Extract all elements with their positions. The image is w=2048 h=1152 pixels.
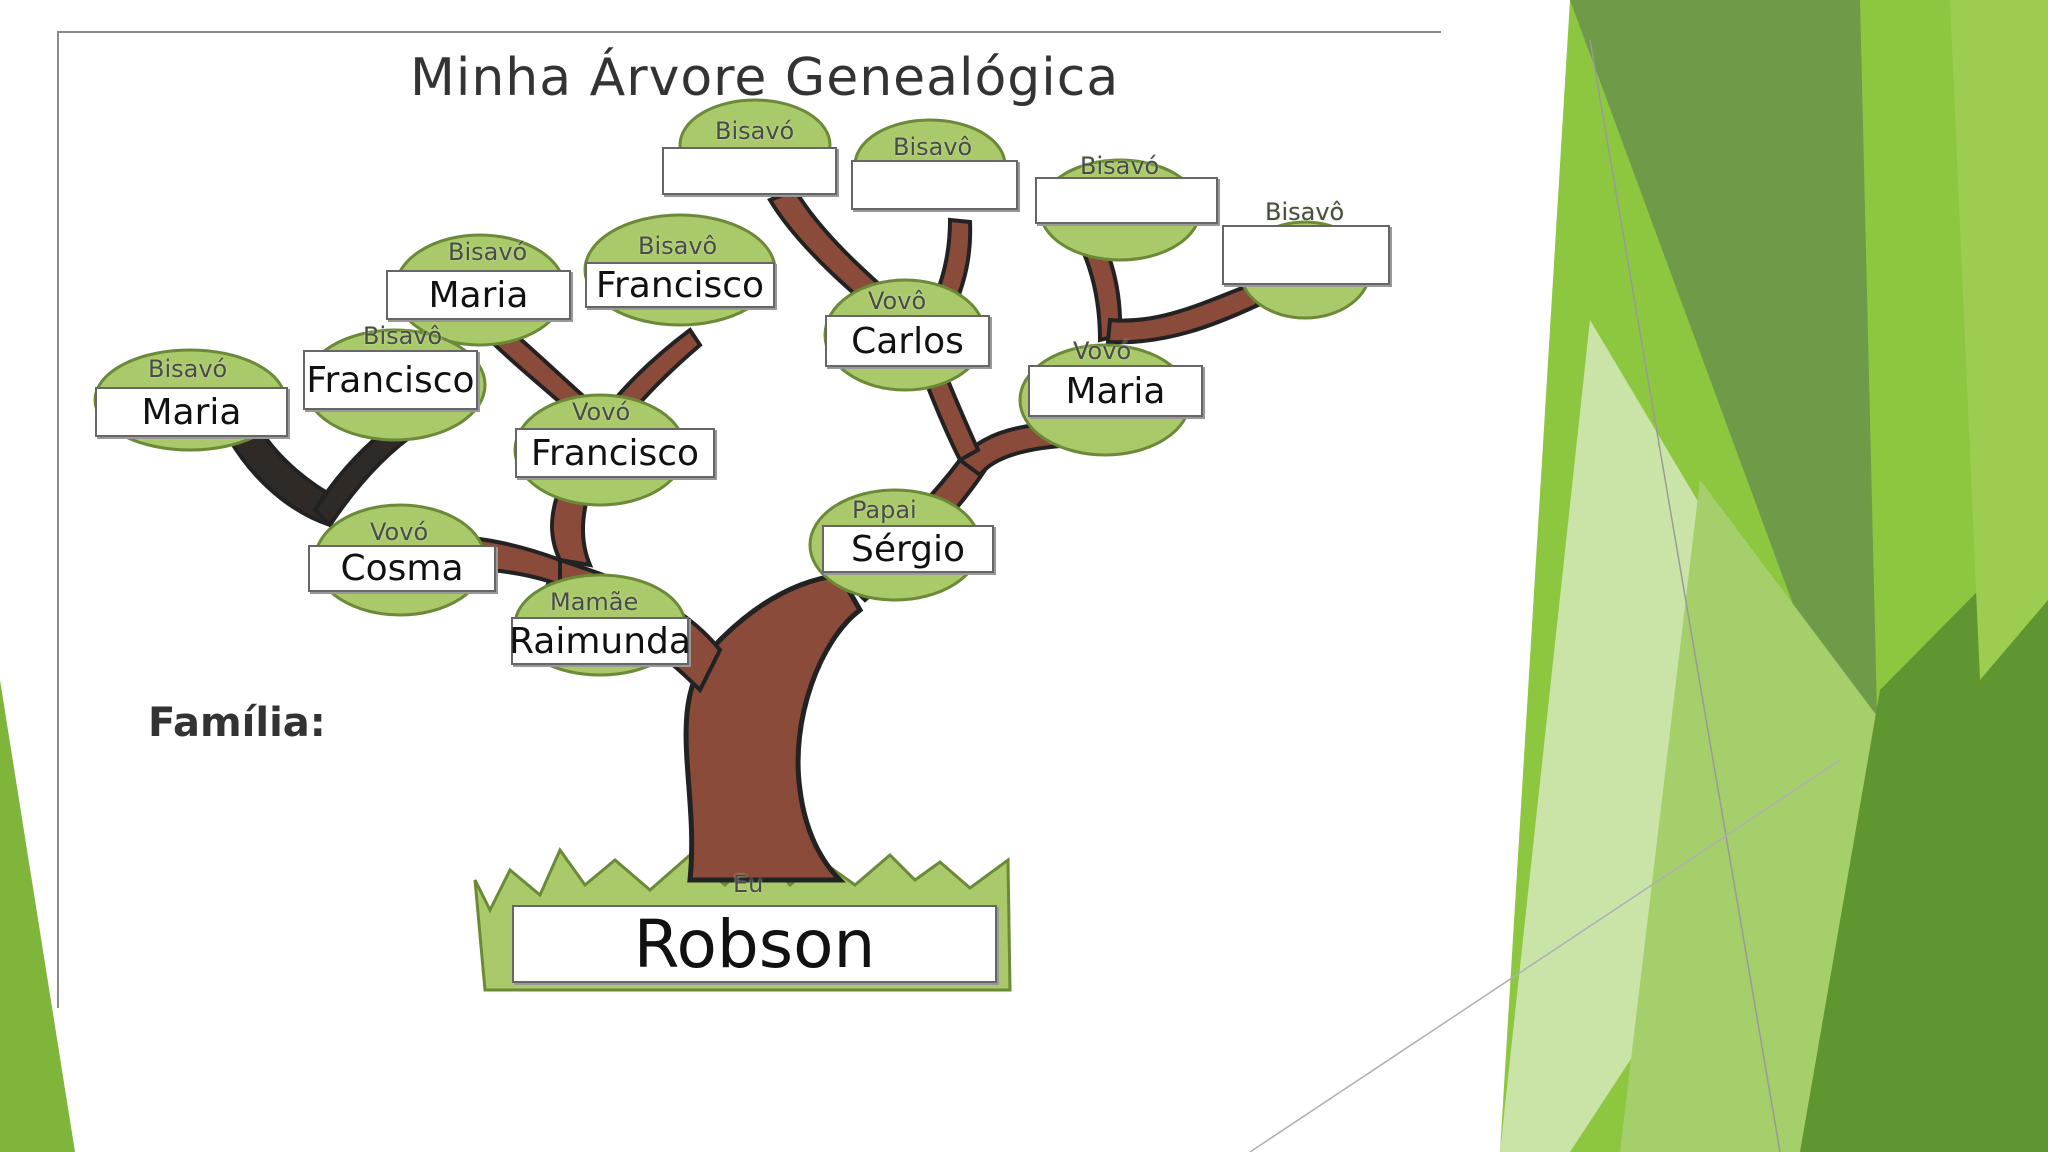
left-accent-shape — [0, 680, 75, 1152]
role-label-mamae: Mamãe — [550, 588, 639, 616]
role-label-bisavo-m: Bisavô — [893, 133, 973, 161]
name-box-bisavo-maria-2[interactable]: Maria — [95, 387, 288, 437]
name-box-bisavo-top-4[interactable] — [1222, 225, 1390, 285]
image-frame — [57, 31, 1441, 1008]
name-box-bisavo-top-2[interactable] — [851, 160, 1018, 210]
name-box-bisavo-top-3[interactable] — [1035, 177, 1218, 224]
role-label-papai: Papai — [852, 496, 917, 524]
right-accent-shape-6 — [1950, 0, 2048, 680]
name-box-vovo-francisco[interactable]: Francisco — [515, 428, 715, 478]
name-box-vovo-carlos[interactable]: Carlos — [825, 315, 990, 367]
right-accent-shape-5 — [1800, 520, 2048, 1152]
role-label-bisavo-m: Bisavô — [363, 322, 443, 350]
name-box-bisavo-francisco[interactable]: Francisco — [585, 262, 775, 308]
name-box-mamae-raimunda[interactable]: Raimunda — [509, 617, 691, 665]
right-accent-shape-4 — [1620, 480, 1880, 1152]
name-box-bisavo-top-1[interactable] — [662, 147, 837, 195]
page-title: Minha Árvore Genealógica — [410, 48, 1120, 108]
name-box-bisavo-maria[interactable]: Maria — [386, 270, 571, 320]
role-label-eu: Eu — [733, 870, 764, 898]
thin-line — [1249, 759, 1841, 1152]
role-label-bisavo: Bisavó — [1080, 152, 1160, 180]
role-label-vovo: Vovó — [370, 518, 429, 546]
name-box-vovo-maria[interactable]: Maria — [1028, 365, 1203, 417]
family-label: Família: — [148, 700, 326, 746]
name-box-eu-robson[interactable]: Robson — [512, 905, 997, 983]
thin-line — [1589, 39, 1781, 1152]
branch — [1105, 282, 1261, 345]
role-label-vovo-m: Vovô — [868, 287, 927, 315]
name-box-papai-sergio[interactable]: Sérgio — [822, 525, 994, 573]
role-label-bisavo-m: Bisavô — [638, 232, 718, 260]
role-label-vovo: Vovó — [1073, 337, 1132, 365]
role-label-bisavo: Bisavó — [715, 117, 795, 145]
role-label-bisavo: Bisavó — [448, 238, 528, 266]
name-box-bisavo-francisco-2[interactable]: Francisco — [303, 350, 478, 410]
role-label-bisavo-m: Bisavô — [1265, 198, 1345, 226]
trunk — [683, 572, 864, 883]
role-label-vovo: Vovó — [572, 398, 631, 426]
name-box-vovo-cosma[interactable]: Cosma — [308, 545, 496, 592]
role-label-bisavo: Bisavó — [148, 355, 228, 383]
